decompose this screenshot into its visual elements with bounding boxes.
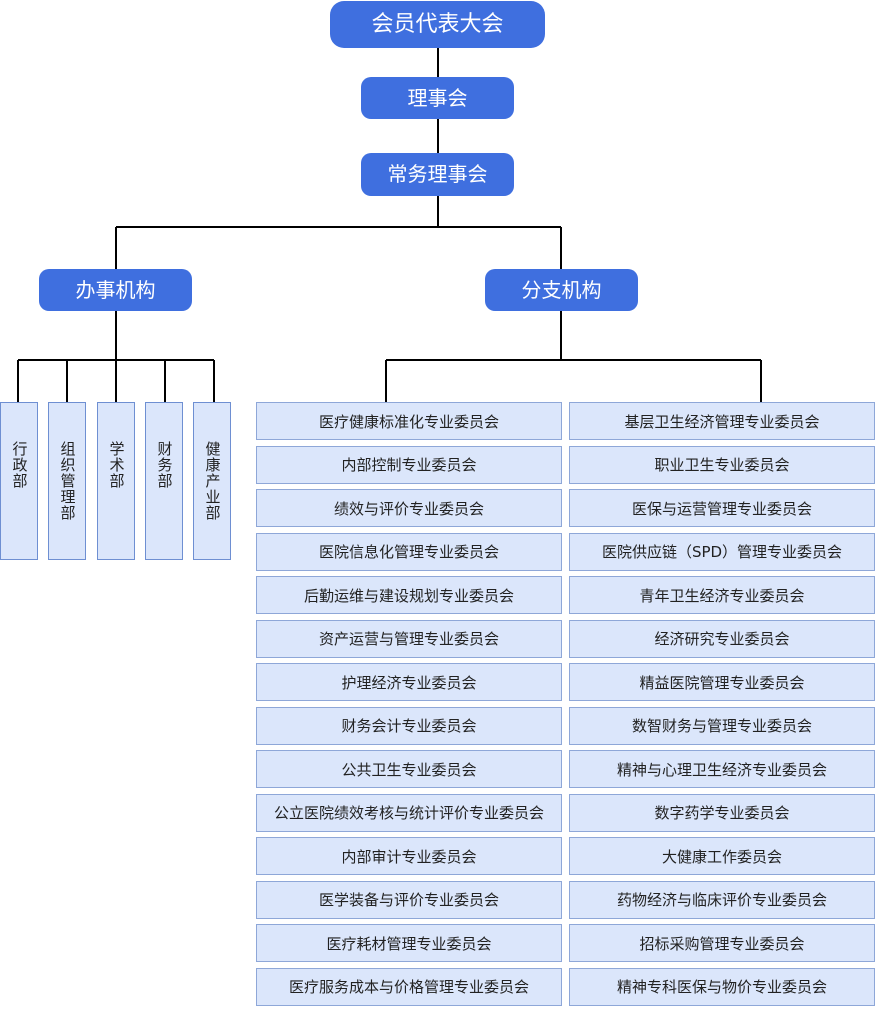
branch-orgs-label: 分支机构 xyxy=(521,278,602,302)
department-box: 健康产业部 xyxy=(193,402,231,560)
committee-item: 招标采购管理专业委员会 xyxy=(569,924,875,963)
department-box: 行政部 xyxy=(0,402,38,560)
department-box: 组织管理部 xyxy=(48,402,86,560)
committee-item: 基层卫生经济管理专业委员会 xyxy=(569,402,875,440)
committee-item: 精神与心理卫生经济专业委员会 xyxy=(569,750,875,789)
committee-item: 护理经济专业委员会 xyxy=(256,663,562,702)
committee-item: 大健康工作委员会 xyxy=(569,837,875,876)
committee-item: 医疗健康标准化专业委员会 xyxy=(256,402,562,440)
standing-council-box: 常务理事会 xyxy=(361,153,514,196)
department-box: 财务部 xyxy=(145,402,183,560)
department-label: 学术部 xyxy=(107,441,126,489)
council-box: 理事会 xyxy=(361,77,514,119)
committee-item: 绩效与评价专业委员会 xyxy=(256,489,562,528)
department-label: 财务部 xyxy=(155,441,174,489)
department-label: 健康产业部 xyxy=(203,441,222,521)
congress-label: 会员代表大会 xyxy=(371,12,504,37)
committee-item: 公立医院绩效考核与统计评价专业委员会 xyxy=(256,793,562,832)
council-label: 理事会 xyxy=(407,86,468,110)
congress-box: 会员代表大会 xyxy=(330,1,545,48)
committee-item: 青年卫生经济专业委员会 xyxy=(569,576,875,615)
committee-column-left: 医疗健康标准化专业委员会 内部控制专业委员会 绩效与评价专业委员会 医院信息化管… xyxy=(256,402,562,1011)
committee-item: 精益医院管理专业委员会 xyxy=(569,663,875,702)
standing-council-label: 常务理事会 xyxy=(387,162,488,186)
offices-box: 办事机构 xyxy=(39,269,192,311)
committee-item: 公共卫生专业委员会 xyxy=(256,750,562,789)
committee-item: 医疗耗材管理专业委员会 xyxy=(256,924,562,963)
department-label: 组织管理部 xyxy=(58,441,77,521)
committee-item: 医疗服务成本与价格管理专业委员会 xyxy=(256,967,562,1006)
committee-item: 医学装备与评价专业委员会 xyxy=(256,880,562,919)
committee-item: 内部审计专业委员会 xyxy=(256,837,562,876)
committee-item: 数字药学专业委员会 xyxy=(569,793,875,832)
committee-item: 医院信息化管理专业委员会 xyxy=(256,532,562,571)
committee-item: 医保与运营管理专业委员会 xyxy=(569,489,875,528)
branch-orgs-box: 分支机构 xyxy=(485,269,638,311)
department-label: 行政部 xyxy=(10,441,29,489)
committee-item: 数智财务与管理专业委员会 xyxy=(569,706,875,745)
committee-item: 内部控制专业委员会 xyxy=(256,445,562,484)
offices-label: 办事机构 xyxy=(75,278,156,302)
department-box: 学术部 xyxy=(97,402,135,560)
committee-column-right: 基层卫生经济管理专业委员会 职业卫生专业委员会 医保与运营管理专业委员会 医院供… xyxy=(569,402,875,1011)
committee-item: 职业卫生专业委员会 xyxy=(569,445,875,484)
committee-item: 后勤运维与建设规划专业委员会 xyxy=(256,576,562,615)
committee-item: 财务会计专业委员会 xyxy=(256,706,562,745)
committee-item: 医院供应链（SPD）管理专业委员会 xyxy=(569,532,875,571)
committee-item: 精神专科医保与物价专业委员会 xyxy=(569,967,875,1006)
committee-item: 资产运营与管理专业委员会 xyxy=(256,619,562,658)
committee-item: 经济研究专业委员会 xyxy=(569,619,875,658)
committee-item: 药物经济与临床评价专业委员会 xyxy=(569,880,875,919)
